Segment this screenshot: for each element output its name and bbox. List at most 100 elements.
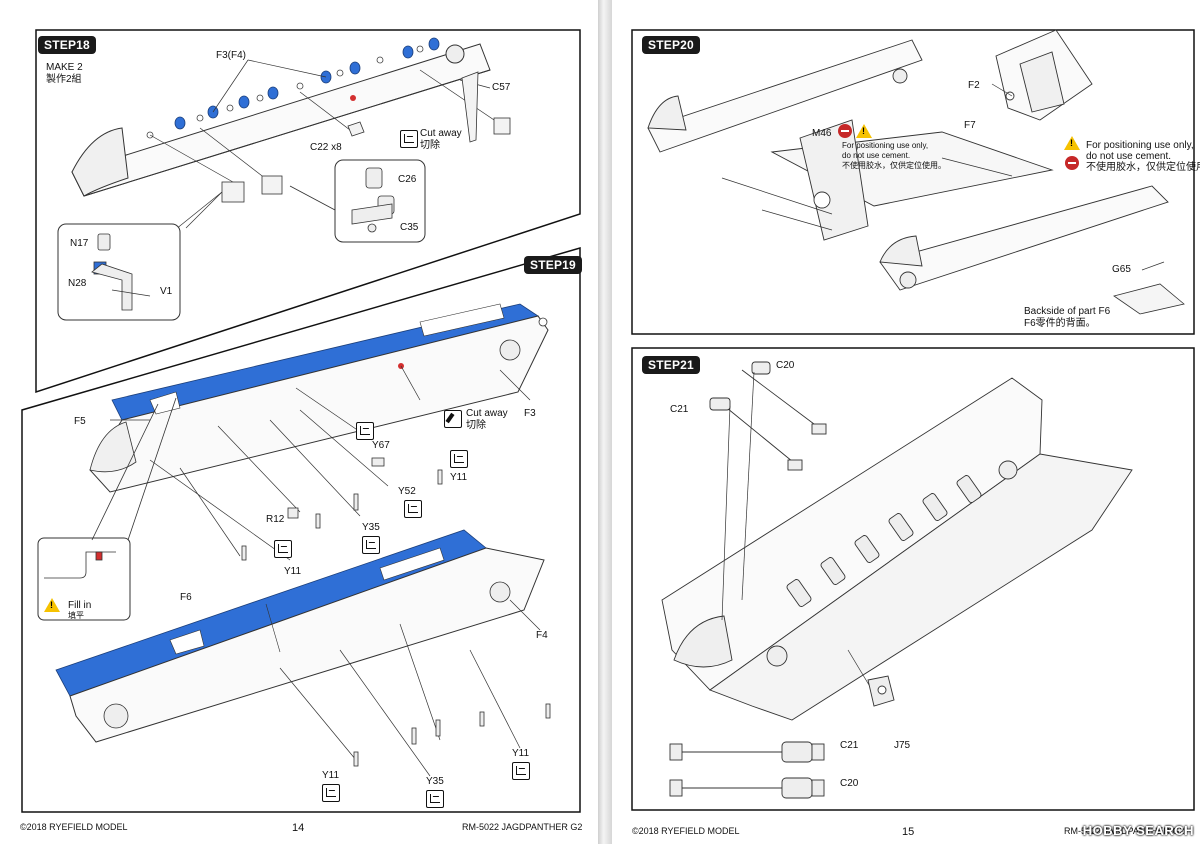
fill-in-label-cn: 填平 (68, 611, 84, 620)
part-label-f3: F3 (524, 408, 536, 419)
part-label-c21-bottom: C21 (840, 740, 859, 751)
footer-copyright: ©2018 RYEFIELD MODEL (632, 826, 740, 836)
step20-note-small-2: do not use cement. (842, 151, 911, 160)
step20-note-large-1: For positioning use only, (1086, 140, 1194, 151)
hobby-search-watermark: HOBBY SEARCH (1082, 823, 1194, 838)
step19-lower-leader-lines (279, 599, 541, 777)
step19-upper-small-parts (241, 457, 443, 561)
part-label-g65: G65 (1112, 264, 1131, 275)
fill-in-label: Fill in (68, 600, 92, 611)
step19-frame (21, 247, 581, 813)
step18-make-count-cn: 製作2組 (46, 74, 82, 85)
step20-g65 (1113, 261, 1185, 315)
cut-away-icon (400, 130, 418, 148)
step20-frame (631, 29, 1195, 335)
step19-cut-away-label-cn: 切除 (466, 420, 486, 431)
cement-icon (450, 450, 468, 468)
step20-note-small-1: For positioning use only, (842, 141, 929, 150)
part-label-f3f4: F3(F4) (216, 50, 246, 61)
detail-bubble-fill-in (37, 537, 131, 621)
part-label-c21-top: C21 (670, 404, 689, 415)
left-page-drawings (21, 29, 581, 813)
step18-cut-marker (350, 95, 356, 101)
step20-right-side-frame (879, 185, 1169, 291)
step19-label: STEP19 (524, 256, 582, 274)
step18-make-count: MAKE 2 (46, 62, 83, 73)
step21-torsion-bars (786, 475, 982, 607)
step19-cut-away-icon (444, 410, 462, 428)
part-label-f5: F5 (74, 416, 86, 427)
step21-hull (661, 377, 1133, 721)
right-page-drawings (631, 29, 1195, 811)
cement-icon (274, 540, 292, 558)
part-label-c26: C26 (398, 174, 417, 185)
part-label-y67: Y67 (372, 440, 390, 451)
step20-label: STEP20 (642, 36, 700, 54)
step18-side-frame (71, 43, 491, 197)
part-label-c22: C22 x8 (310, 142, 342, 153)
part-label-f2: F2 (968, 80, 980, 91)
part-label-f6: F6 (180, 592, 192, 603)
step18-holes (146, 45, 424, 139)
footer-copyright: ©2018 RYEFIELD MODEL (20, 822, 128, 832)
cement-icon (356, 422, 374, 440)
left-page: STEP18 MAKE 2 製作2組 F3(F4) C57 C22 x8 Cut… (0, 0, 598, 844)
fill-in-detail (44, 397, 177, 579)
warning-icon (856, 124, 872, 138)
warning-icon (1064, 136, 1080, 150)
footer-product: RM-5022 JAGDPANTHER G2 (1064, 826, 1185, 836)
step19-cut-away-label: Cut away (466, 408, 508, 419)
cut-away-label-cn: 切除 (420, 140, 440, 151)
footer-product: RM-5022 JAGDPANTHER G2 (462, 822, 583, 832)
part-label-y35-b: Y35 (426, 776, 444, 787)
cut-away-label: Cut away (420, 128, 462, 139)
part-label-y35-a: Y35 (362, 522, 380, 533)
step20-note-small-cn: 不使用胶水，仅供定位使用。 (842, 161, 946, 170)
step20-note-large-2: do not use cement. (1086, 151, 1172, 162)
part-label-f4: F4 (536, 630, 548, 641)
part-label-c20-top: C20 (776, 360, 795, 371)
cement-icon (512, 762, 530, 780)
page-number: 15 (902, 826, 915, 838)
step19-frame-f5 (89, 303, 549, 493)
part-label-c35: C35 (400, 222, 419, 233)
book-gutter (598, 0, 612, 844)
part-label-c57: C57 (492, 82, 511, 93)
part-label-y11-c: Y11 (512, 748, 530, 759)
part-label-c20-bottom: C20 (840, 778, 859, 789)
step21-bottom-parts (669, 741, 825, 799)
cement-icon (426, 790, 444, 808)
part-label-n17: N17 (70, 238, 89, 249)
part-label-m46: M46 (812, 128, 832, 139)
step18-label: STEP18 (38, 36, 96, 54)
part-label-n28: N28 (68, 278, 87, 289)
backside-note-cn: F6零件的背面。 (1024, 318, 1096, 329)
step19-frame-f6 (55, 529, 545, 743)
cement-icon (404, 500, 422, 518)
part-label-y11-b: Y11 (284, 566, 302, 577)
no-cement-icon (1065, 156, 1079, 170)
part-label-y11-a: Y11 (450, 472, 468, 483)
detail-c26-c35-parts (351, 167, 395, 233)
step20-floor-plate (770, 119, 1054, 241)
part-label-j75: J75 (894, 740, 911, 751)
step18-blue-hubs (174, 37, 440, 130)
no-cement-icon (838, 124, 852, 138)
warning-icon (44, 598, 60, 612)
part-label-v1: V1 (160, 286, 173, 297)
part-label-f7: F7 (964, 120, 976, 131)
step21-label: STEP21 (642, 356, 700, 374)
detail-n17-parts (91, 233, 151, 311)
cement-icon (322, 784, 340, 802)
step18-frame (35, 29, 581, 394)
step21-frame (631, 347, 1195, 811)
step21-top-parts (709, 361, 827, 471)
step21-j75 (867, 675, 895, 707)
part-label-y11-d: Y11 (322, 770, 340, 781)
step19-lower-small-parts (353, 703, 551, 767)
backside-note: Backside of part F6 (1024, 306, 1111, 317)
page-number: 14 (292, 822, 305, 834)
step20-note-large-cn: 不使用胶水，仅供定位使用。 (1086, 162, 1200, 173)
part-label-r12: R12 (266, 514, 285, 525)
cement-icon (362, 536, 380, 554)
